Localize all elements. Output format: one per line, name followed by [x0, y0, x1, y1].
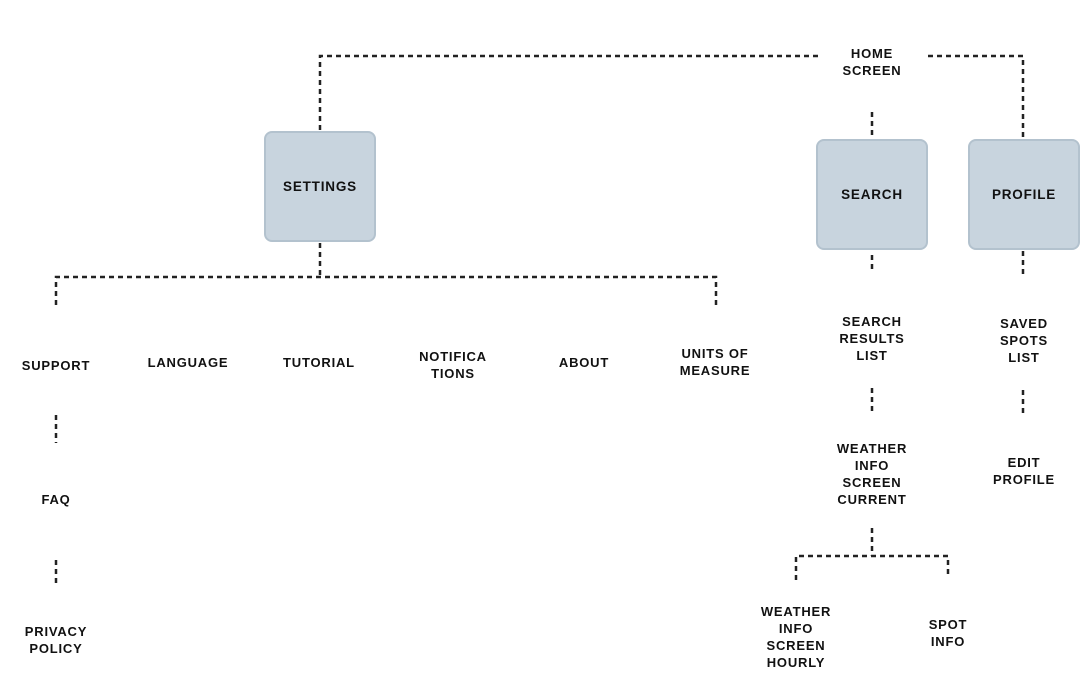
node-support: SUPPORT: [21, 357, 91, 373]
node-search-results-list: SEARCH RESULTS LIST: [839, 313, 905, 363]
node-privacy-policy: PRIVACY POLICY: [24, 624, 88, 656]
node-notifications: NOTIFICA TIONS: [419, 349, 487, 381]
node-weather-info-current: WEATHER INFO SCREEN CURRENT: [836, 441, 908, 507]
node-home-screen: HOME SCREEN: [842, 46, 902, 78]
node-spot-info: SPOT INFO: [928, 617, 968, 649]
connector-home-profile: [928, 54, 1025, 138]
node-search: SEARCH: [816, 139, 928, 250]
node-about: ABOUT: [558, 354, 610, 370]
node-saved-spots-list: SAVED SPOTS LIST: [999, 315, 1049, 365]
node-profile: PROFILE: [968, 139, 1080, 250]
node-units-of-measure: UNITS OF MEASURE: [679, 346, 751, 378]
node-tutorial: TUTORIAL: [283, 354, 355, 370]
node-language: LANGUAGE: [147, 354, 229, 370]
connector-weather-bus: [794, 554, 950, 580]
node-settings: SETTINGS: [264, 131, 376, 242]
node-faq: FAQ: [41, 491, 71, 507]
connector-settings-bus: [54, 275, 718, 305]
node-edit-profile: EDIT PROFILE: [993, 455, 1055, 487]
node-weather-info-hourly: WEATHER INFO SCREEN HOURLY: [760, 604, 832, 670]
connector-home-settings: [318, 54, 818, 130]
